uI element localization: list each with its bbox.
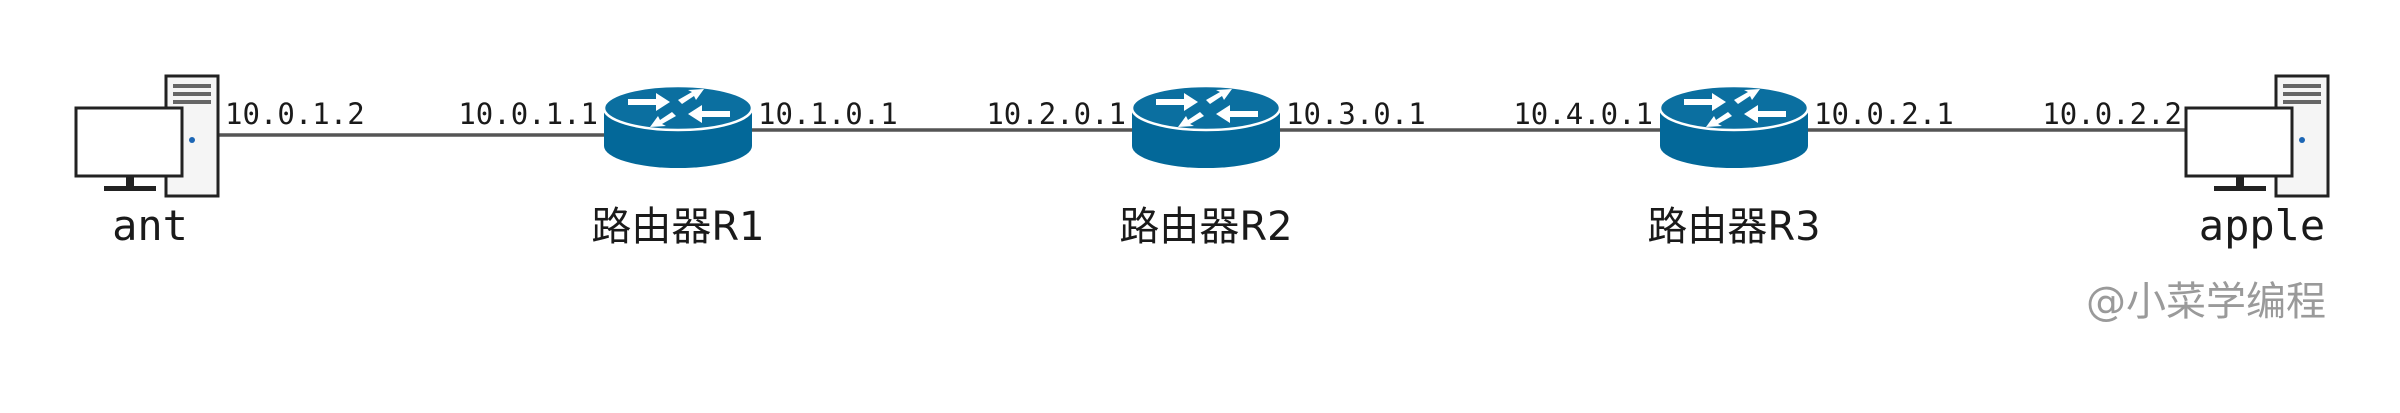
ip-label: 10.0.2.1 [1814,97,1954,131]
router-icon [1658,84,1810,170]
ip-label: 10.3.0.1 [1286,97,1426,131]
host-label-ant: ant [112,201,188,250]
ip-label: 10.2.0.1 [986,97,1126,131]
ip-label: 10.0.1.2 [225,97,365,131]
router-r2: 路由器R2 [1119,84,1293,250]
router-label: 路由器R3 [1647,204,1820,250]
ip-label: 10.0.1.1 [458,97,598,131]
router-icon [1130,84,1282,170]
host-ant: ant [74,74,220,250]
router-r3: 路由器R3 [1647,84,1821,250]
ip-label: 10.0.2.2 [2042,97,2182,131]
ip-label: 10.4.0.1 [1513,97,1653,131]
watermark: @小菜学编程 [2086,279,2326,325]
computer-icon [74,74,220,198]
router-label: 路由器R1 [591,204,764,250]
router-r1: 路由器R1 [591,84,765,250]
host-label-apple: apple [2199,201,2325,250]
computer-icon [2184,74,2330,198]
ip-label: 10.1.0.1 [758,97,898,131]
host-apple: apple [2184,74,2330,250]
router-label: 路由器R2 [1119,204,1292,250]
router-icon [602,84,754,170]
